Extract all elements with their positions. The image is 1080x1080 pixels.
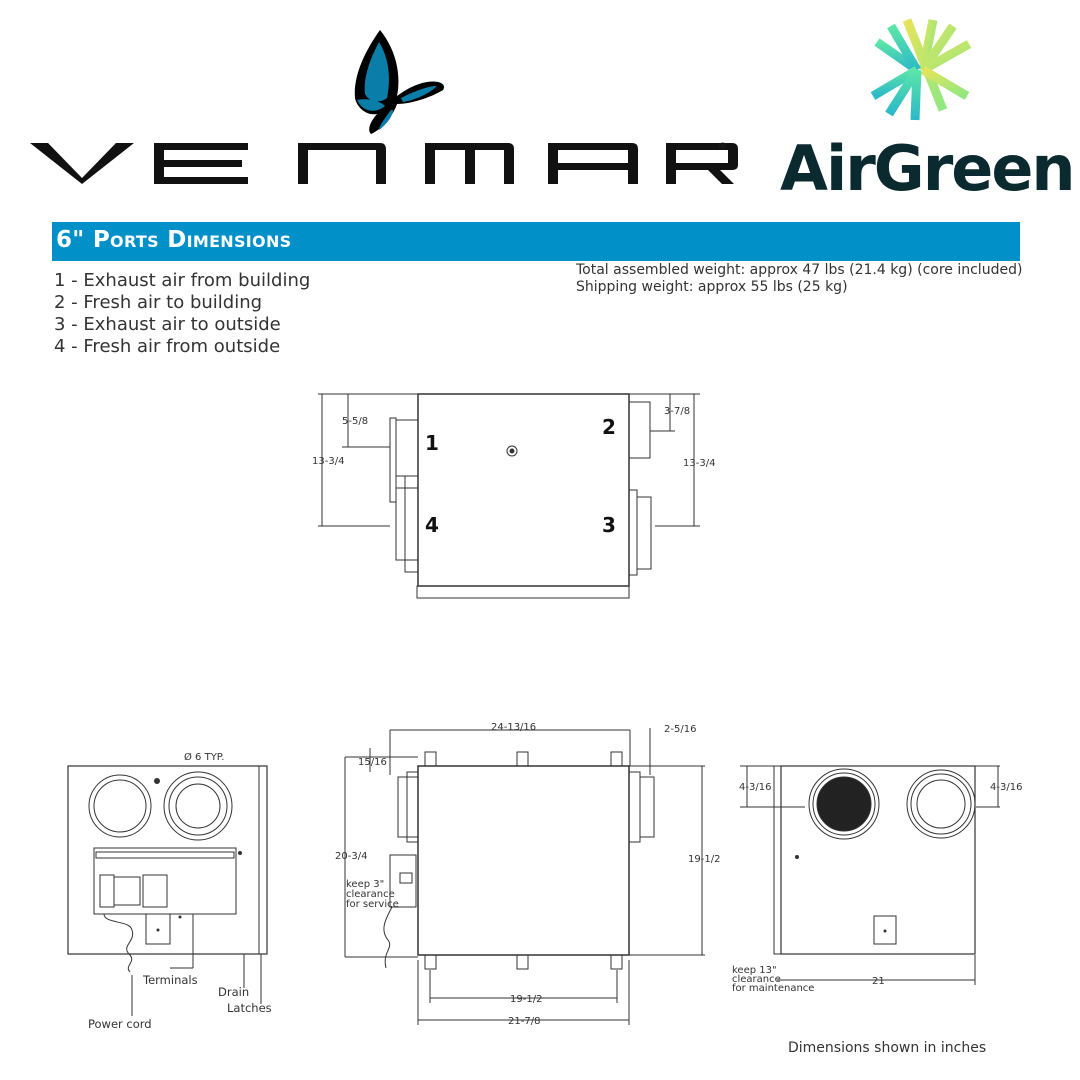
dim-overall-width: 24-13/16 (491, 722, 536, 733)
dim-bracket-offset: 15/16 (358, 757, 387, 768)
venmar-registered-mark: ® (718, 142, 727, 152)
latches-callout: Latches (227, 1001, 272, 1015)
port-number-4: 4 (425, 513, 439, 537)
service-clearance-line2: clearance (346, 889, 395, 900)
drain-callout: Drain (218, 985, 249, 999)
units-note: Dimensions shown in inches (788, 1040, 987, 1056)
terminals-callout: Terminals (142, 973, 198, 987)
right-side-view-drawing (740, 765, 1000, 985)
legend-item-2: 2 - Fresh air to building (54, 292, 263, 313)
dim-right-height: 13-3/4 (683, 458, 715, 469)
section-title: 6" Ports Dimensions (56, 227, 292, 253)
port-number-1: 1 (425, 431, 439, 455)
dim-bracket-spacing: 19-1/2 (510, 994, 542, 1005)
airgreen-wordmark: AirGreen (780, 132, 1076, 205)
venmar-butterfly-logo (354, 30, 445, 134)
dim-body-height: 19-1/2 (688, 854, 720, 865)
service-clearance-line3: for service (346, 899, 399, 910)
weight-info: Total assembled weight: approx 47 lbs (2… (576, 262, 1022, 296)
maintenance-clearance-line2: clearance (732, 974, 781, 985)
dim-overall-height: 20-3/4 (335, 851, 367, 862)
legend-item-1: 1 - Exhaust air from building (54, 270, 311, 291)
dim-left-port-offset: 4-3/16 (739, 782, 771, 793)
top-view-drawing (318, 393, 700, 599)
dim-right-port-offset: 4-3/16 (990, 782, 1022, 793)
maintenance-clearance-line3: for maintenance (732, 983, 814, 994)
dim-left-height: 13-3/4 (312, 456, 344, 467)
maintenance-clearance-line1: keep 13" (732, 965, 777, 976)
left-side-view-drawing (67, 765, 268, 1016)
legend-item-4: 4 - Fresh air from outside (54, 336, 281, 357)
port-diameter-label: Ø 6 TYP. (184, 751, 224, 763)
dim-port-projection: 2-5/16 (664, 724, 696, 735)
port-number-3: 3 (602, 513, 616, 537)
section-banner (52, 222, 1020, 261)
port-number-2: 2 (602, 415, 616, 439)
power-cord-callout: Power cord (88, 1017, 152, 1031)
dim-side-width: 21 (872, 976, 885, 987)
dim-right-top: 3-7/8 (664, 406, 690, 417)
service-clearance-line1: keep 3" (346, 879, 384, 890)
ports-legend: 1 - Exhaust air from building 2 - Fresh … (54, 270, 310, 358)
dim-left-top: 5-5/8 (342, 416, 368, 427)
front-view-drawing (344, 728, 705, 1025)
shipping-weight: Shipping weight: approx 55 lbs (25 kg) (576, 279, 848, 295)
legend-item-3: 3 - Exhaust air to outside (54, 314, 281, 335)
dim-body-width: 21-7/8 (508, 1016, 540, 1027)
airgreen-snowflake-logo (865, 18, 975, 121)
assembled-weight: Total assembled weight: approx 47 lbs (2… (576, 262, 1023, 278)
venmar-wordmark (30, 143, 738, 184)
